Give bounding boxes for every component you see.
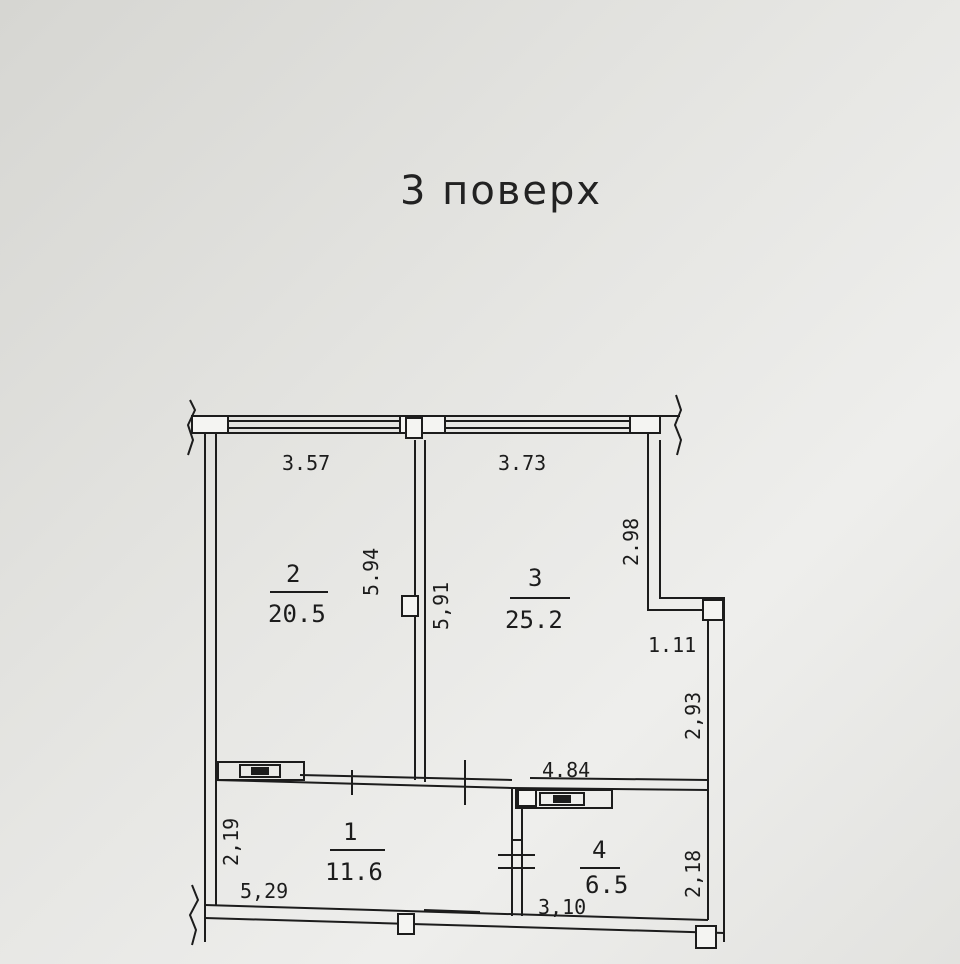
dim-room3-upper-side: 2.98 [619, 518, 643, 566]
dim-room2-depth: 5.94 [359, 548, 383, 596]
room-2-area: 20.5 [268, 600, 326, 628]
column-step [702, 599, 724, 621]
room-4-number: 4 [592, 836, 606, 864]
dim-room1-width: 5,29 [240, 879, 288, 903]
column-top-left [191, 415, 229, 434]
dim-room3-width: 3.73 [498, 451, 546, 475]
break-mark-left [186, 399, 197, 456]
dim-room1-depth: 2,19 [219, 818, 243, 866]
dim-room2-width: 3.57 [282, 451, 330, 475]
radiator-room-4 [515, 789, 613, 809]
partition-corridor [215, 760, 709, 791]
room-3-area: 25.2 [505, 606, 563, 634]
partition-1-4 [351, 760, 535, 916]
break-mark-bottom-left [188, 884, 200, 946]
right-wall [647, 433, 725, 942]
floor-title: 3 поверх [400, 168, 603, 214]
break-mark-right [673, 394, 683, 456]
room-1-number: 1 [343, 818, 357, 846]
dim-room3-lower-side: 2,93 [681, 692, 705, 740]
column-bottom [397, 913, 415, 935]
room-1-area: 11.6 [325, 858, 383, 886]
dim-room4-depth: 2,18 [681, 850, 705, 898]
dim-room3-depth: 5,91 [429, 582, 453, 630]
column-top-right [629, 415, 661, 434]
column-bottom-right [695, 925, 717, 949]
column-corridor [517, 789, 537, 807]
column-partition [401, 595, 419, 617]
dim-room4-width: 3,10 [538, 895, 586, 919]
column-top-middle-inner [405, 417, 423, 439]
room-2-number: 2 [286, 560, 300, 588]
radiator-room-2 [217, 761, 305, 781]
room-4-area: 6.5 [585, 871, 628, 899]
bottom-wall [204, 904, 725, 934]
left-wall [204, 433, 217, 942]
room-3-number: 3 [528, 564, 542, 592]
dim-corridor-length: 4.84 [542, 758, 590, 782]
dim-room3-step: 1.11 [648, 633, 696, 657]
